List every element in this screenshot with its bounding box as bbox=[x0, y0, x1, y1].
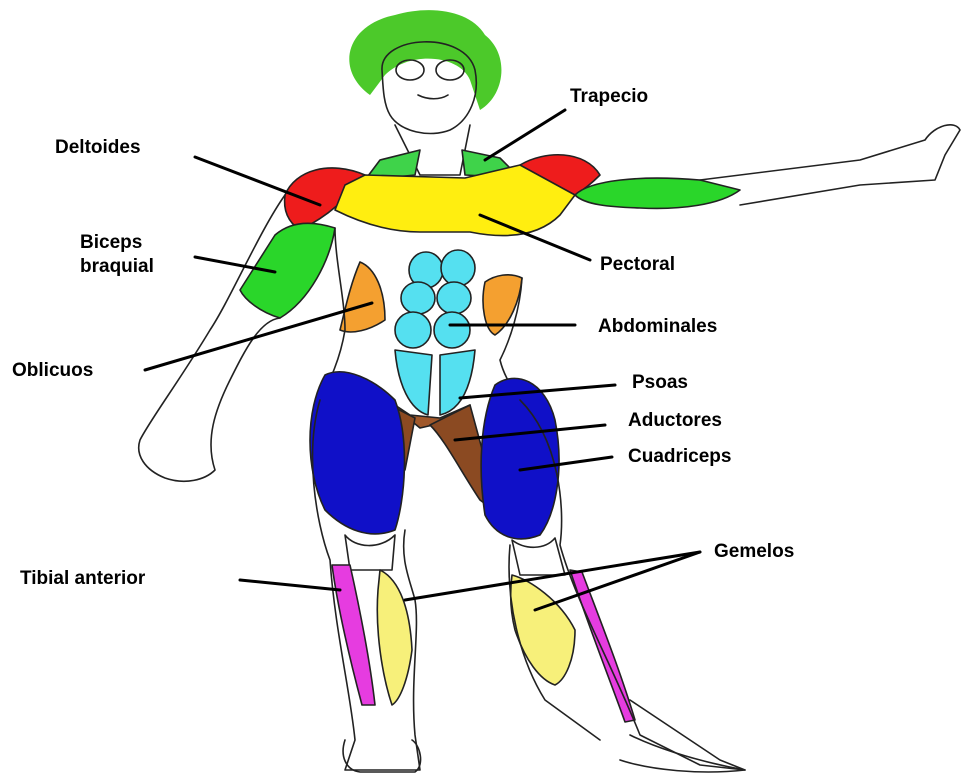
leader-gemelos-b bbox=[535, 552, 700, 610]
right-eye bbox=[436, 60, 464, 80]
leader-trapecio bbox=[485, 110, 565, 160]
label-cuadriceps: Cuadriceps bbox=[628, 446, 731, 468]
foot-left bbox=[343, 740, 420, 772]
label-aductores: Aductores bbox=[628, 410, 722, 432]
gemelos-left bbox=[377, 570, 412, 705]
label-gemelos: Gemelos bbox=[714, 541, 794, 563]
forearm-right bbox=[700, 125, 960, 205]
oblicuos-left bbox=[340, 262, 385, 332]
biceps-right bbox=[575, 178, 740, 208]
left-eye bbox=[396, 60, 424, 80]
label-pectoral: Pectoral bbox=[600, 254, 675, 276]
label-tibial-anterior: Tibial anterior bbox=[20, 568, 145, 590]
leader-gemelos-a bbox=[405, 552, 700, 600]
leader-tibial bbox=[240, 580, 340, 590]
label-trapecio: Trapecio bbox=[570, 86, 648, 108]
foot-right bbox=[620, 735, 745, 772]
cuadriceps-left bbox=[310, 372, 404, 534]
cuadriceps-right bbox=[481, 378, 559, 539]
biceps-left bbox=[240, 223, 335, 318]
abdominales-muscle bbox=[395, 250, 475, 415]
hair bbox=[349, 10, 501, 110]
label-oblicuos: Oblicuos bbox=[12, 360, 93, 382]
label-biceps-line1: Biceps bbox=[80, 232, 142, 254]
label-biceps-line2: braquial bbox=[80, 256, 154, 278]
label-psoas: Psoas bbox=[632, 372, 688, 394]
label-deltoides: Deltoides bbox=[55, 137, 141, 159]
mouth bbox=[418, 95, 448, 99]
arm-left-outline bbox=[139, 195, 285, 481]
knee-right bbox=[512, 538, 565, 575]
gemelos-right bbox=[511, 575, 575, 685]
label-abdominales: Abdominales bbox=[598, 316, 717, 338]
knee-left bbox=[345, 535, 395, 570]
